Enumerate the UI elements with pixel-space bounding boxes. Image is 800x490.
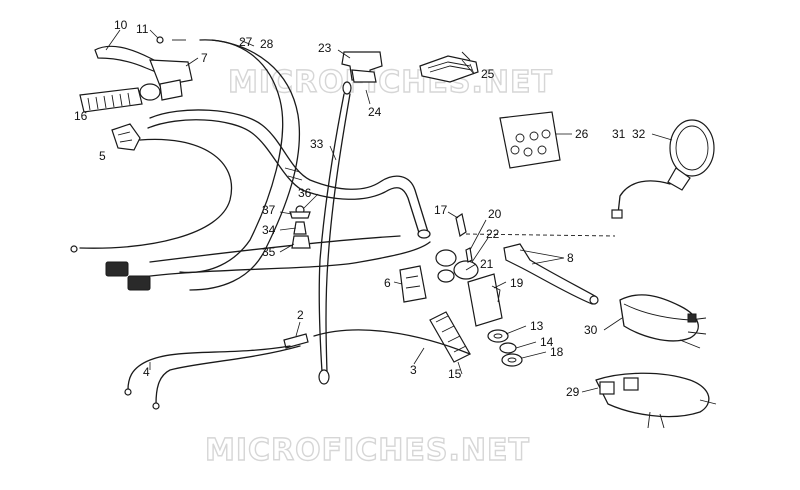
clamp-parts [289,205,311,249]
throttle-cables [124,329,471,410]
callout-13: 13 [530,319,544,333]
left-grip [79,87,143,113]
watermark-bottom: MICROFICHES.NET [205,433,530,468]
watermark-top: MICROFICHES.NET [228,65,553,100]
callout-27: 27 [239,35,253,49]
callout-26: 26 [575,127,589,141]
throttle-assembly [435,213,616,283]
handlebar [147,109,431,239]
callout-29: 29 [566,385,580,399]
brake-lever [503,243,599,305]
left-lever-assembly [94,36,193,101]
callout-14: 14 [540,335,554,349]
callout-22: 22 [486,227,500,241]
callout-20: 20 [488,207,502,221]
right-switch [399,265,427,303]
callout-5: 5 [99,149,106,163]
leader-lines [105,29,673,393]
mirror [611,119,715,219]
callout-23: 23 [318,41,332,55]
callout-31: 31 [612,127,626,141]
callout-18: 18 [550,345,564,359]
callout-labels: 10 11 7 27 28 23 25 24 16 5 33 26 31 32 … [74,18,646,399]
callout-30: 30 [584,323,598,337]
callout-11: 11 [136,22,149,36]
front-master-cylinder [318,51,383,385]
callout-10: 10 [114,18,128,32]
washers [487,329,523,367]
callout-25: 25 [481,67,495,81]
callout-37: 37 [262,203,276,217]
wiring-harness-30 [619,294,707,349]
left-switch [111,123,141,151]
callout-15: 15 [448,367,462,381]
callout-16: 16 [74,109,88,123]
callout-32: 32 [632,127,646,141]
callout-33: 33 [310,137,324,151]
callout-8: 8 [567,251,574,265]
callout-34: 34 [262,223,276,237]
callout-6: 6 [384,276,391,290]
switch-panel [499,111,561,169]
callout-4: 4 [143,365,150,379]
callout-17: 17 [434,203,448,217]
callout-2: 2 [297,308,304,322]
clutch-cables [70,39,431,291]
callout-7: 7 [201,51,208,65]
callout-36: 36 [298,186,312,200]
callout-21: 21 [480,257,494,271]
throttle-grip [429,273,503,363]
callout-35: 35 [262,245,276,259]
wiring-harness-29 [595,372,717,429]
callout-19: 19 [510,276,524,290]
callout-24: 24 [368,105,382,119]
callout-28: 28 [260,37,274,51]
reservoir-cover [419,51,479,83]
callout-3: 3 [410,363,417,377]
